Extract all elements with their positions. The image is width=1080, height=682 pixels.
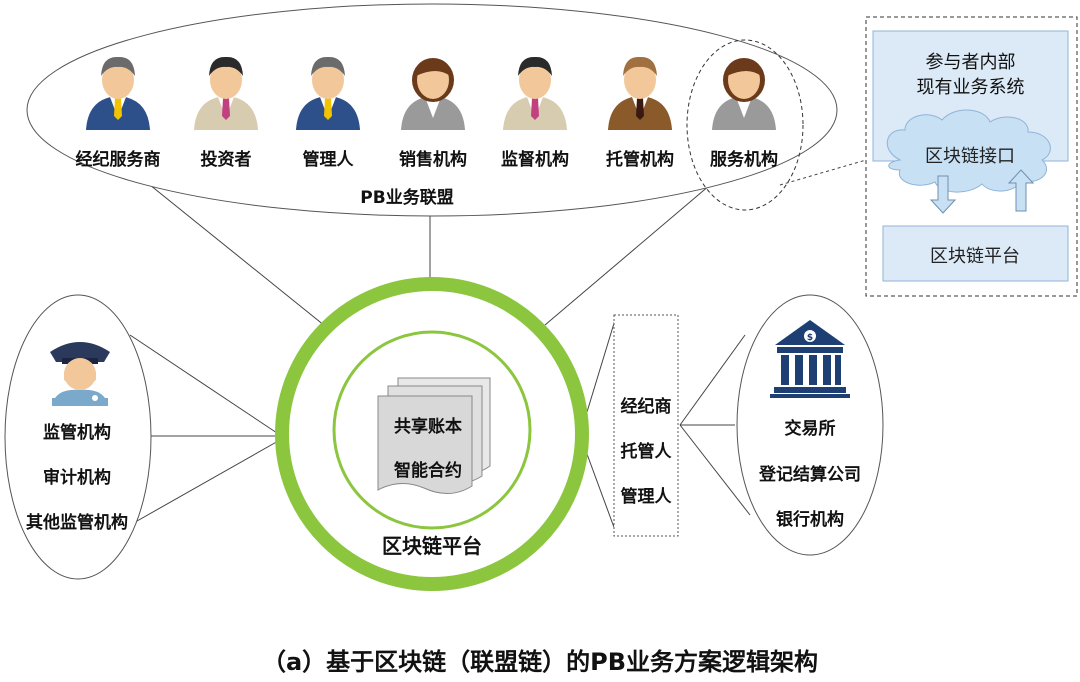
institution-item: 银行机构	[776, 510, 844, 530]
chain-platform-box	[882, 225, 1069, 282]
participant-label: 经纪服务商	[75, 150, 161, 170]
businessman-avatar-icon	[194, 56, 258, 130]
participant-avatars	[86, 56, 776, 130]
service-org-highlight	[686, 39, 804, 211]
document-stack-icon	[377, 377, 491, 494]
up-arrow-icon	[1007, 169, 1035, 212]
regulator-item: 其他监管机构	[26, 513, 128, 533]
businessman-avatar-icon	[608, 56, 672, 130]
connector-lines	[129, 184, 751, 531]
intermediary-box	[613, 314, 679, 537]
police-officer-icon	[50, 342, 110, 406]
participant-label: 管理人	[302, 150, 354, 170]
participant-label: 销售机构	[399, 150, 467, 170]
intermediary-item: 经纪商	[620, 397, 672, 417]
institution-item: 登记结算公司	[759, 465, 861, 485]
contract-label: 智能合约	[394, 461, 462, 481]
intermediary-item: 管理人	[620, 487, 672, 507]
down-arrow-icon	[929, 175, 957, 214]
ledger-label: 共享账本	[394, 417, 462, 437]
businessman-avatar-icon	[503, 56, 567, 130]
chain-platform-label: 区块链平台	[930, 246, 1020, 267]
businesswoman-avatar-icon	[712, 58, 776, 130]
figure-caption: （a）基于区块链（联盟链）的PB业务方案逻辑架构	[261, 648, 819, 676]
participant-label: 监督机构	[501, 150, 569, 170]
businessman-avatar-icon	[86, 56, 150, 130]
institution-item: 交易所	[784, 419, 836, 439]
interface-cloud	[886, 109, 1051, 193]
alliance-title: PB业务联盟	[360, 188, 454, 208]
intermediary-item: 托管人	[620, 442, 672, 462]
businesswoman-avatar-icon	[401, 58, 465, 130]
platform-label: 区块链平台	[382, 534, 482, 558]
bank-building-icon: $	[770, 320, 850, 398]
svg-text:$: $	[807, 333, 813, 343]
regulator-item: 监管机构	[43, 423, 111, 443]
internal-system-label: 参与者内部 现有业务系统	[916, 52, 1025, 98]
detail-link	[779, 159, 867, 186]
regulator-ellipse	[4, 294, 152, 580]
regulator-item: 审计机构	[43, 468, 111, 488]
participant-label: 托管机构	[606, 150, 674, 170]
businessman-avatar-icon	[296, 56, 360, 130]
institution-ellipse	[736, 294, 884, 556]
participant-label: 投资者	[200, 150, 252, 170]
participant-label: 服务机构	[710, 150, 778, 170]
interface-label: 区块链接口	[925, 146, 1015, 167]
